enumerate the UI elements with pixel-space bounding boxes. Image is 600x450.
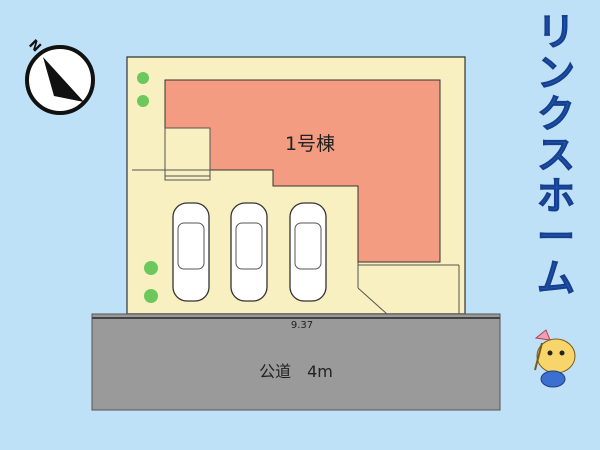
brand-logo: リ ン ク ス ホ ー ム [528,10,584,300]
brand-char: ホ [536,174,575,218]
road-label: 公道 4m [259,362,333,381]
brand-char: ー [536,215,575,259]
brand-char: ム [536,256,575,300]
entrance-box [164,127,211,181]
compass-needle [43,57,84,102]
frontage-dimension: 9.37 [291,320,313,331]
mascot-icon [534,329,576,388]
brand-char: ス [536,133,575,177]
car [172,202,210,302]
corner-cut [357,287,388,315]
shrub [137,72,149,84]
building-label: 1号棟 [285,133,335,155]
brand-char: リ [536,10,575,54]
car [289,202,327,302]
brand-char: ン [536,51,575,95]
shrub [144,289,158,303]
brand-char: ク [536,92,575,136]
shrub [144,261,158,275]
car [230,202,268,302]
compass: N [25,37,95,115]
public-road [91,313,501,411]
shrubs [137,72,158,303]
shrub [137,95,149,107]
